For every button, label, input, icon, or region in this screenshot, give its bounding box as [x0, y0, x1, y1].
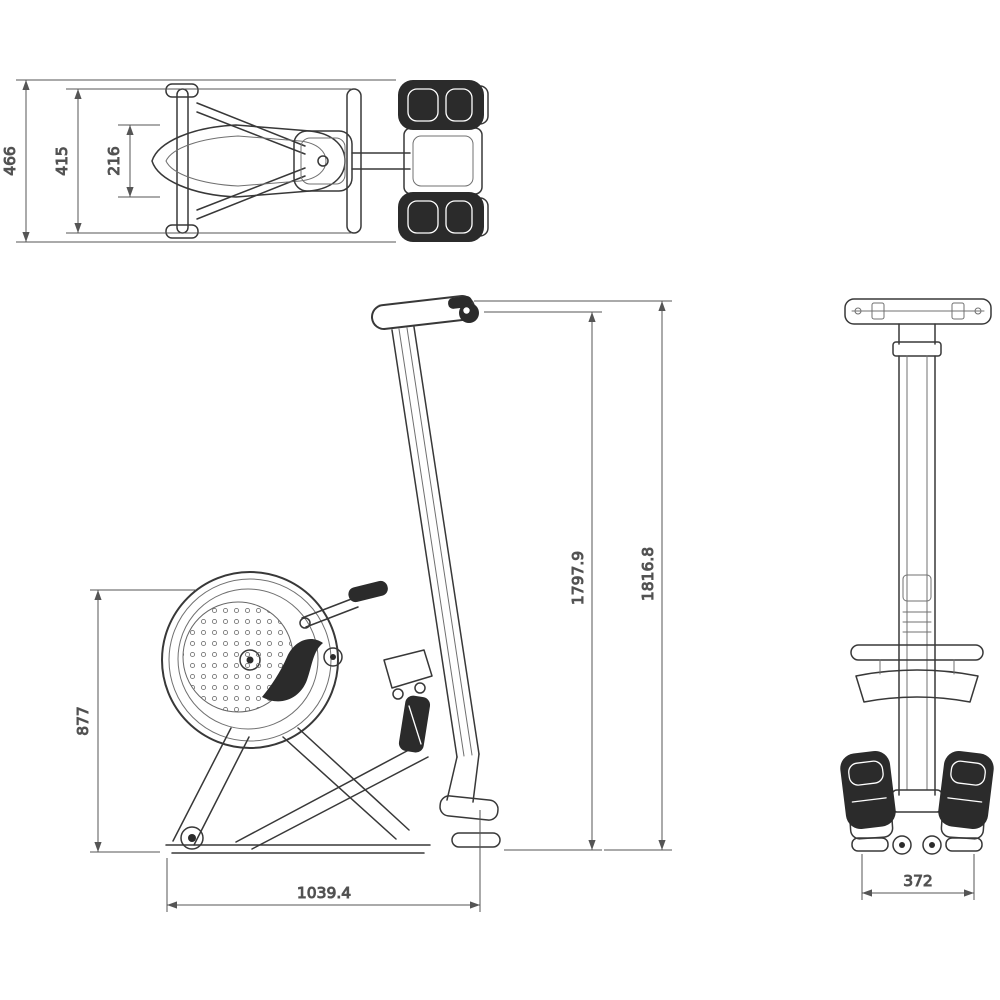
- vent-shroud: [262, 639, 323, 702]
- front-leg: [172, 727, 250, 846]
- top-bar-bolt-right: [974, 307, 982, 315]
- caster-right: [922, 835, 942, 855]
- column: [898, 355, 936, 796]
- flywheel-housing: [293, 130, 353, 192]
- dim-label-base-length: 1039.4: [297, 884, 351, 902]
- fan-body-outline: [151, 124, 346, 198]
- dim-front-base-width: 372: [861, 854, 975, 900]
- front-foot-bar: [346, 88, 362, 234]
- foot-plate-groove: [408, 705, 422, 745]
- base-bar: [165, 844, 431, 854]
- seat-inner: [412, 135, 474, 187]
- hub: [317, 155, 329, 167]
- dim-top-overall-width: 466: [1, 79, 396, 243]
- hook: [459, 303, 479, 323]
- foot-right: [945, 837, 983, 852]
- dim-label-body-width: 216: [105, 146, 123, 176]
- foot-pad-bottom: [398, 192, 484, 242]
- column-details: [902, 574, 932, 633]
- dim-top-body-width: 216: [105, 124, 160, 198]
- top-bar: [844, 298, 992, 325]
- dim-label-overall-height: 1816.8: [639, 547, 657, 601]
- dim-side-rail-height: 1797.9: [484, 311, 602, 851]
- dim-side-base-length: 1039.4: [166, 810, 481, 912]
- cross-brace: [235, 743, 429, 850]
- dim-side-overall-height: 1816.8: [474, 300, 672, 851]
- axle: [323, 647, 343, 667]
- rail-foot: [439, 753, 501, 848]
- seat: [855, 669, 979, 703]
- foot-pad-top: [398, 80, 484, 130]
- pedal-left: [840, 750, 896, 830]
- hub-center: [246, 656, 254, 664]
- dim-label-frame-width: 415: [53, 146, 71, 176]
- arm-bar: [850, 644, 984, 661]
- rail-cap-fill: [373, 297, 473, 328]
- dim-label-flywheel-height: 877: [74, 706, 92, 736]
- foot-left: [851, 837, 889, 852]
- support-arms: [196, 102, 306, 220]
- column-bracket: [892, 341, 942, 357]
- rail-inner-lines: [398, 327, 473, 757]
- dim-top-frame-width: 415: [53, 88, 352, 234]
- pedal-right: [938, 750, 994, 830]
- dim-side-flywheel-height: 877: [74, 589, 196, 853]
- handle-end-cap-bottom: [165, 224, 199, 239]
- transport-wheel: [180, 826, 204, 850]
- seat-carriage: [383, 649, 433, 700]
- front-view: [840, 298, 994, 855]
- handle-end-cap-top: [165, 83, 199, 98]
- side-view: [161, 295, 501, 854]
- wheel-center: [188, 834, 196, 842]
- top-bar-bolt-left: [854, 307, 862, 315]
- top-view: [151, 80, 489, 242]
- axle-center: [330, 654, 336, 660]
- hook-hole: [463, 307, 470, 314]
- flywheel-housing-inner: [300, 137, 346, 185]
- fan-body-inner: [165, 135, 327, 187]
- rail-top: [351, 152, 411, 170]
- rail: [391, 326, 480, 758]
- monitor-arm: [299, 597, 359, 629]
- dim-label-base-width: 372: [903, 872, 933, 890]
- flywheel: [161, 571, 339, 749]
- monitor: [348, 580, 388, 603]
- foot-pad-grooves: [407, 88, 473, 234]
- dim-label-rail-height: 1797.9: [569, 551, 587, 605]
- handle-bar: [176, 88, 189, 234]
- dim-label-overall-width: 466: [1, 146, 19, 176]
- caster-left: [892, 835, 912, 855]
